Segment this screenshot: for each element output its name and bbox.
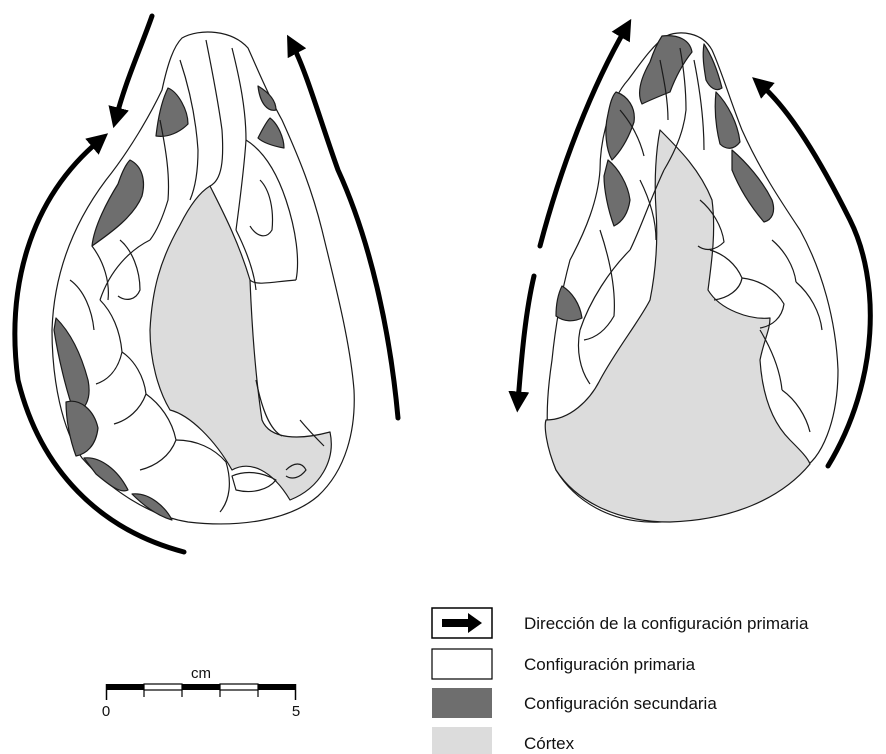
legend-swatch-secondary [432, 688, 492, 718]
direction-arrow [287, 34, 401, 421]
scale-bar-unit: cm [191, 665, 211, 682]
direction-arrow [108, 13, 155, 129]
handaxe-right-cortex [544, 129, 811, 523]
handaxe-right-secondary-patch [555, 285, 583, 322]
legend-swatch-cortex [432, 727, 492, 754]
handaxe-left-secondary-patch [257, 85, 277, 111]
legend-label: Córtex [524, 734, 575, 753]
handaxe-right-secondary-patch [702, 43, 723, 91]
legend-label: Dirección de la configuración primaria [524, 614, 809, 633]
legend-item-arrow: Dirección de la configuración primaria [431, 607, 809, 639]
scale-bar-start-label: 0 [102, 703, 110, 720]
legend-item-cortex: Córtex [432, 727, 575, 754]
handaxe-left-secondary-patch [155, 87, 189, 137]
handaxe-right-secondary-patch [605, 91, 635, 161]
legend-label: Configuración primaria [524, 655, 696, 674]
direction-arrow [537, 18, 632, 249]
scale-bar-segment [182, 684, 220, 690]
legend-swatch-primary [431, 648, 493, 680]
handaxe-left-secondary-patch [83, 457, 129, 492]
legend: Dirección de la configuración primaria C… [431, 607, 809, 754]
direction-arrow [508, 273, 537, 413]
direction-arrow [12, 133, 187, 555]
scale-bar-segment [219, 683, 259, 691]
handaxe-right-secondary-patch [714, 91, 741, 149]
scale-bar-segment [143, 683, 183, 691]
handaxe-left-secondary-patch [131, 493, 173, 521]
scale-bar-segment [258, 684, 296, 690]
handaxe-right-secondary-patch [731, 149, 775, 223]
handaxe-right-drawing [544, 32, 839, 523]
direction-arrow [752, 77, 873, 469]
handaxe-right-secondary-patch [638, 35, 693, 105]
legend-item-secondary: Configuración secundaria [432, 688, 717, 718]
scale-bar: cm 0 5 [102, 665, 300, 720]
handaxe-right-secondary-patch [603, 159, 631, 227]
legend-label: Configuración secundaria [524, 694, 717, 713]
left-direction-arrows [12, 13, 401, 555]
handaxe-left-secondary-patch [65, 400, 99, 457]
arrow-right-icon [442, 613, 482, 633]
handaxe-right-scar-lines [577, 47, 823, 433]
handaxe-left-cortex [149, 185, 332, 501]
legend-item-primary: Configuración primaria [431, 648, 696, 680]
handaxe-left-scar-lines [69, 39, 325, 513]
right-direction-arrows [508, 18, 873, 469]
scale-bar-segment [106, 684, 144, 690]
scale-bar-end-label: 5 [292, 703, 300, 720]
handaxe-left-drawing [51, 31, 355, 525]
handaxe-left-secondary-patch [257, 117, 285, 149]
